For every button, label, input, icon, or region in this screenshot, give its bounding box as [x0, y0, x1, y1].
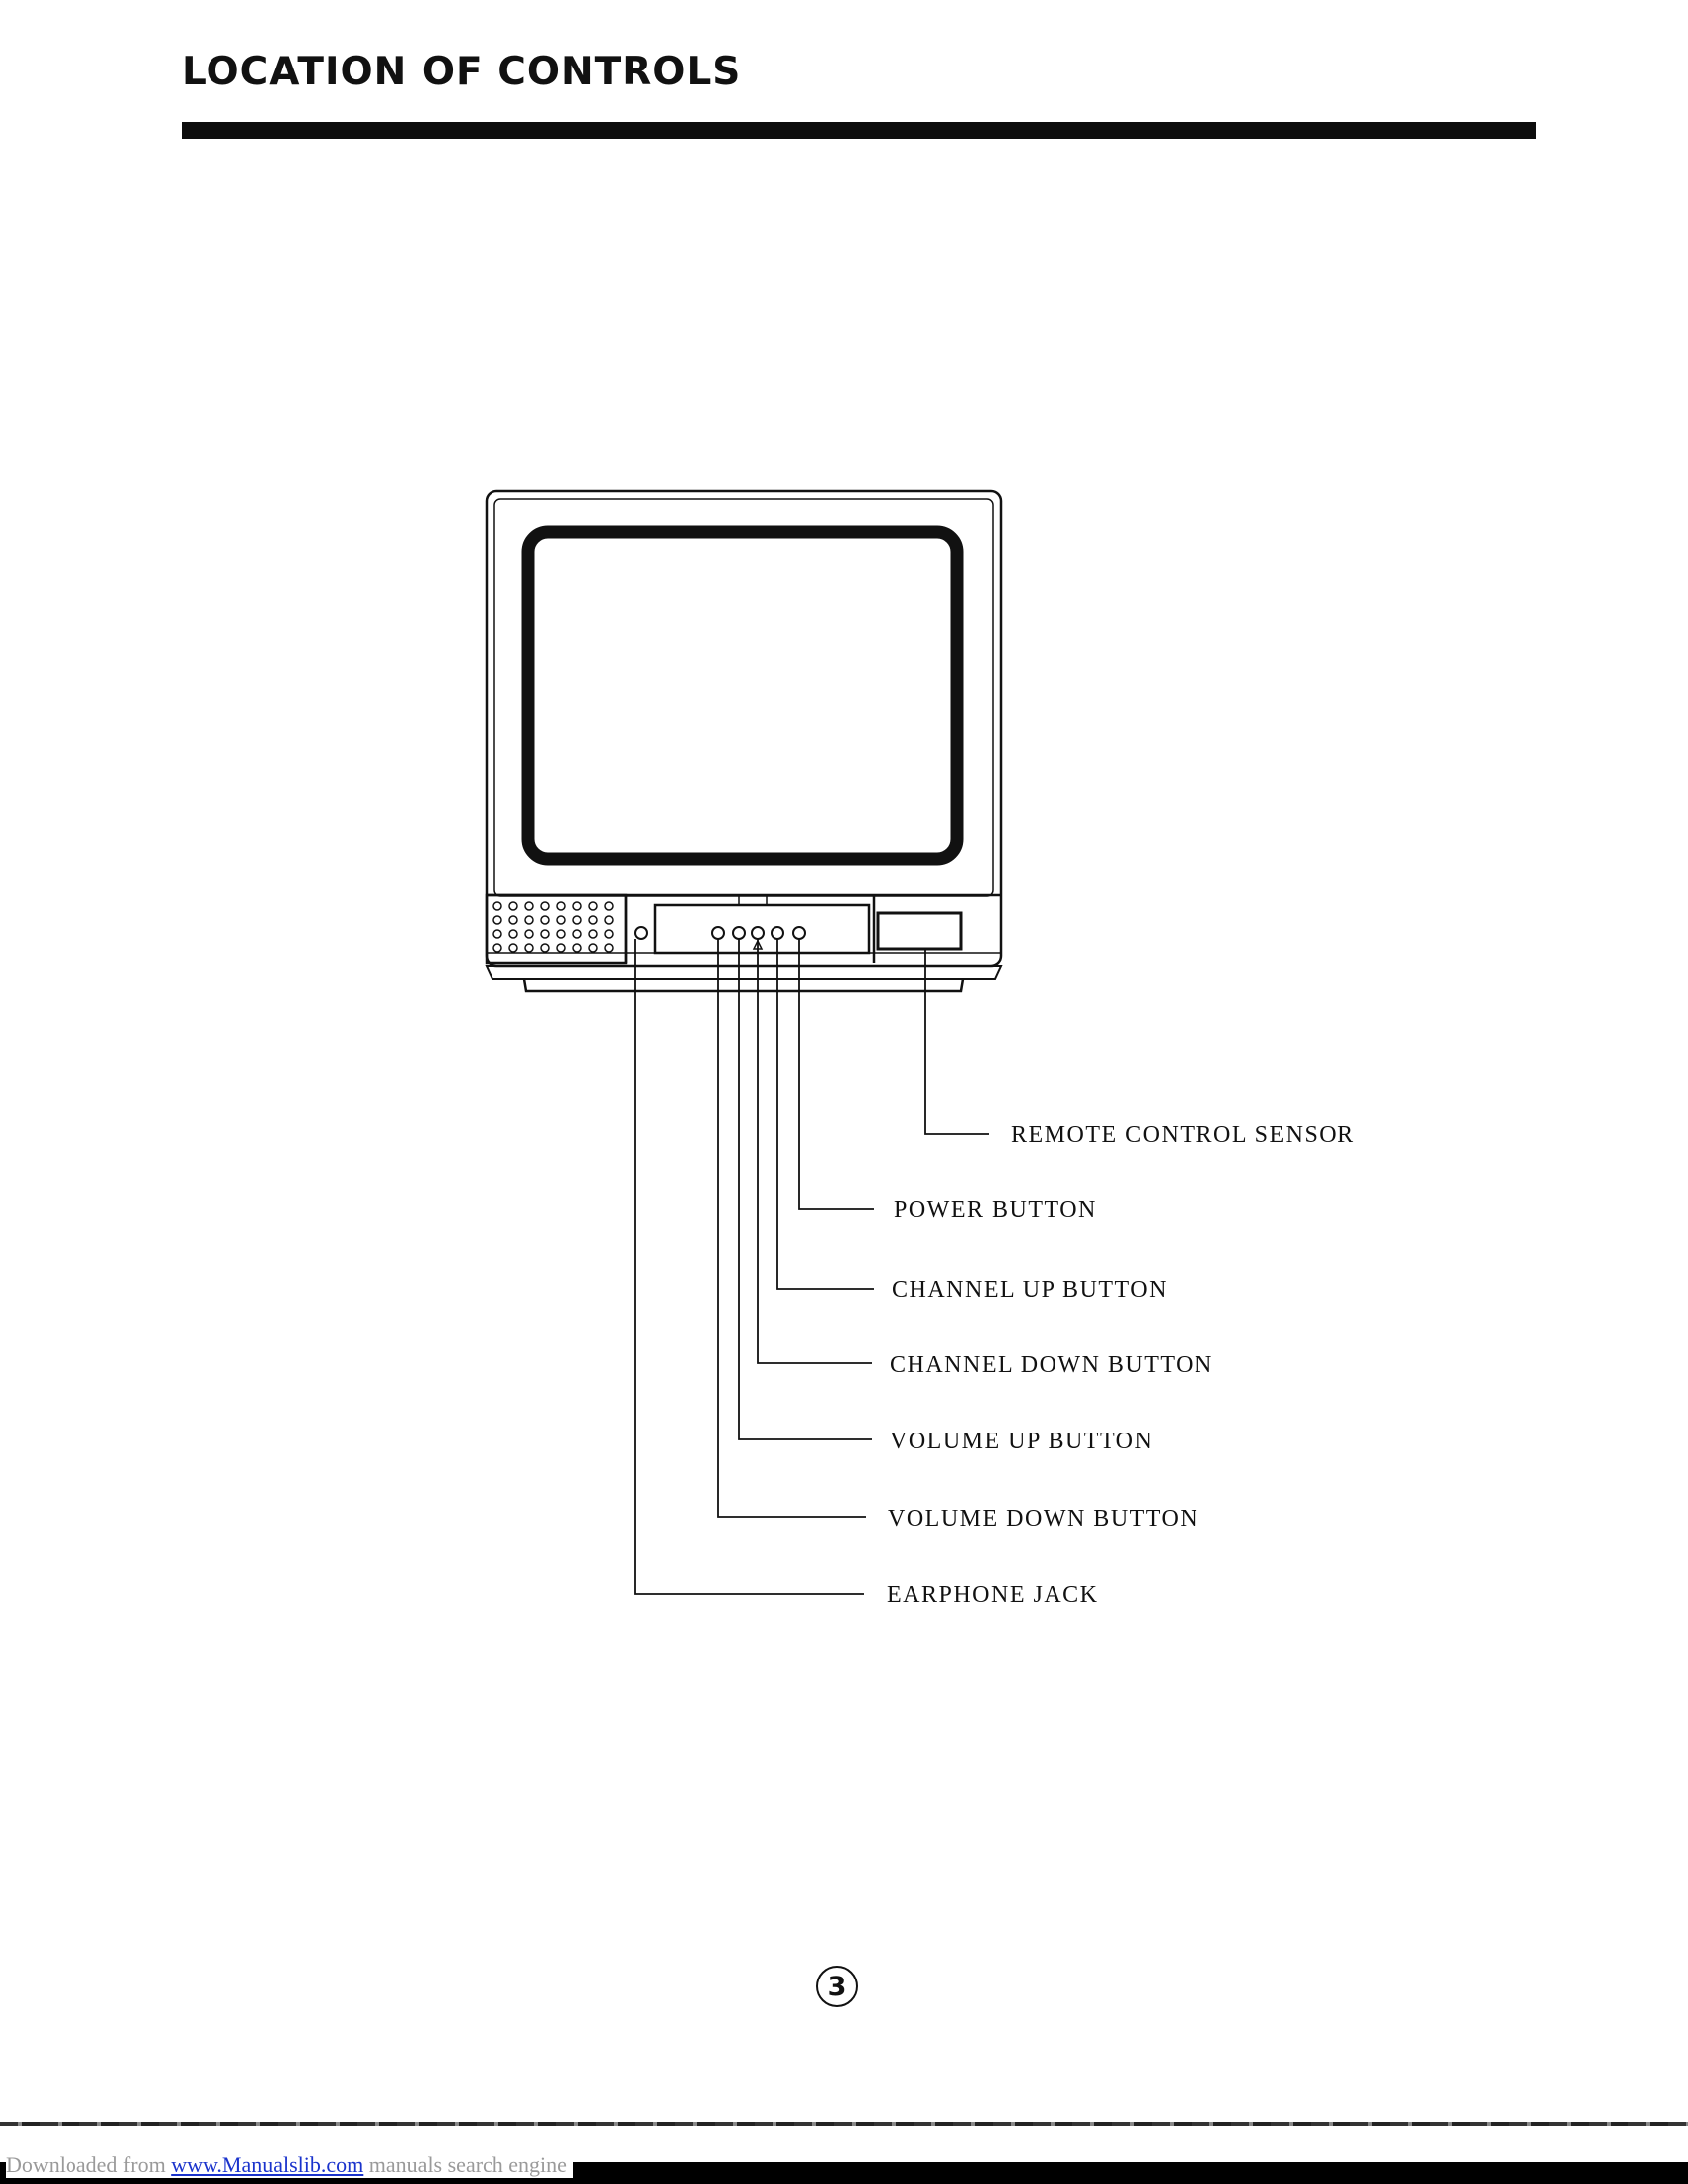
leader-channel-up-button	[776, 939, 874, 1290]
label-power-button: POWER BUTTON	[894, 1197, 1097, 1223]
speaker-hole	[572, 915, 582, 925]
speaker-hole	[508, 929, 518, 939]
speaker-hole	[588, 915, 598, 925]
speaker-hole	[492, 901, 502, 911]
speaker-hole	[508, 943, 518, 953]
title-rule	[182, 122, 1536, 139]
speaker-hole	[524, 943, 534, 953]
speaker-hole	[604, 929, 614, 939]
speaker-hole	[604, 901, 614, 911]
speaker-hole	[492, 943, 502, 953]
page-number: 3	[816, 1966, 858, 2007]
tv-screen	[521, 525, 964, 866]
leader-volume-up-button	[738, 939, 872, 1440]
channel-up-knob	[771, 926, 784, 940]
speaker-hole	[588, 929, 598, 939]
speaker-hole	[540, 943, 550, 953]
footer-prefix: Downloaded from	[6, 2152, 172, 2177]
speaker-hole	[492, 915, 502, 925]
speaker-hole	[524, 901, 534, 911]
page-title: LOCATION OF CONTROLS	[182, 50, 742, 94]
leader-power-button	[798, 939, 874, 1210]
footer-link[interactable]: www.Manualslib.com	[171, 2152, 364, 2177]
tv-cabinet-inner	[493, 498, 994, 897]
leader-remote-control-sensor	[924, 949, 989, 1135]
leader-volume-down-button	[717, 939, 866, 1518]
leader-channel-down-button	[757, 939, 872, 1364]
bottom-rule	[0, 2122, 1688, 2126]
speaker-hole	[508, 901, 518, 911]
speaker-hole	[524, 929, 534, 939]
speaker-hole	[556, 901, 566, 911]
label-earphone-jack: EARPHONE JACK	[887, 1582, 1099, 1608]
speaker-holes	[492, 901, 614, 953]
footer-suffix: manuals search engine	[363, 2152, 567, 2177]
channel-down-knob	[751, 926, 765, 940]
speaker-hole	[572, 929, 582, 939]
tv-stand	[522, 978, 965, 993]
volume-down-knob	[711, 926, 725, 940]
remote-sensor-window	[876, 911, 963, 951]
speaker-hole	[604, 943, 614, 953]
label-remote-control-sensor: REMOTE CONTROL SENSOR	[1011, 1122, 1355, 1148]
speaker-hole	[508, 915, 518, 925]
speaker-hole	[588, 901, 598, 911]
footer-bar: Downloaded from www.Manualslib.com manua…	[0, 2152, 1688, 2184]
power-knob	[792, 926, 806, 940]
speaker-hole	[492, 929, 502, 939]
volume-up-knob	[732, 926, 746, 940]
speaker-hole	[604, 915, 614, 925]
panel-vent	[738, 894, 768, 906]
speaker-hole	[540, 901, 550, 911]
tv-base	[485, 965, 1003, 980]
label-volume-up-button: VOLUME UP BUTTON	[890, 1429, 1153, 1454]
label-volume-down-button: VOLUME DOWN BUTTON	[888, 1506, 1198, 1532]
label-channel-up-button: CHANNEL UP BUTTON	[892, 1277, 1168, 1302]
speaker-hole	[540, 915, 550, 925]
speaker-hole	[556, 943, 566, 953]
label-channel-down-button: CHANNEL DOWN BUTTON	[890, 1352, 1213, 1378]
speaker-hole	[556, 929, 566, 939]
speaker-hole	[572, 943, 582, 953]
speaker-hole	[524, 915, 534, 925]
speaker-hole	[556, 915, 566, 925]
speaker-hole	[588, 943, 598, 953]
earphone-jack-socket	[634, 926, 648, 940]
speaker-hole	[572, 901, 582, 911]
speaker-hole	[540, 929, 550, 939]
footer-text: Downloaded from www.Manualslib.com manua…	[6, 2152, 573, 2178]
leader-earphone-jack	[634, 939, 864, 1595]
